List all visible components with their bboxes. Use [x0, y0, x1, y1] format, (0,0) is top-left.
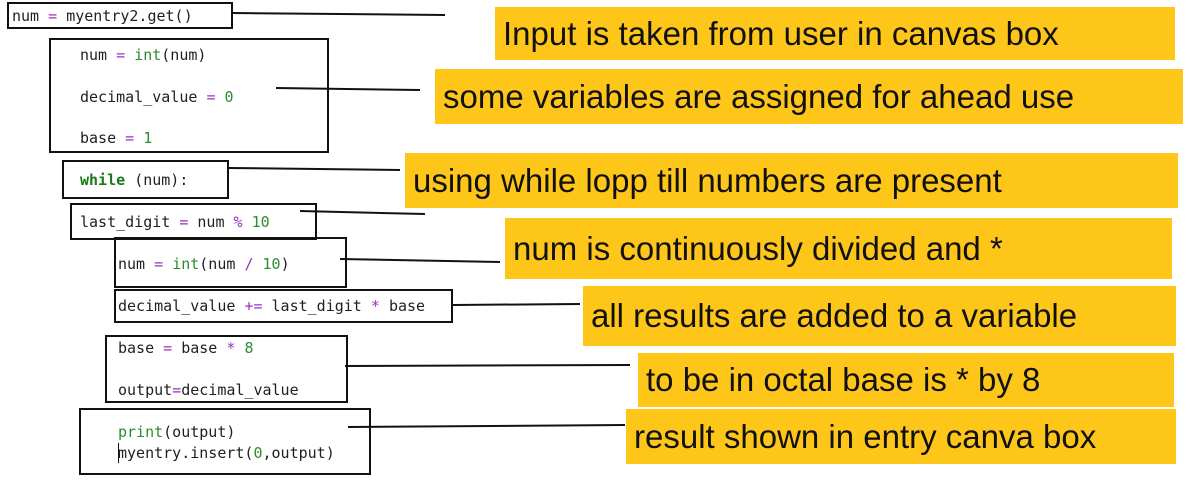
- code-function: int: [172, 255, 200, 273]
- code-box-divide: [114, 237, 347, 288]
- callout-text: using while lopp till numbers are presen…: [413, 161, 1002, 199]
- connector-line: [347, 424, 625, 428]
- code-operator: *: [370, 297, 380, 315]
- code-token: decimal_value: [181, 381, 299, 399]
- code-token: (num: [199, 255, 236, 273]
- code-operator: +=: [244, 297, 263, 315]
- callout-variables-assigned: some variables are assigned for ahead us…: [435, 69, 1183, 124]
- connector-line: [228, 167, 400, 171]
- callout-num-divided: num is continuously divided and *: [505, 218, 1172, 279]
- code-box-accumulate: [114, 289, 453, 323]
- code-line-print: print(output): [118, 423, 235, 441]
- connector-line: [299, 210, 426, 215]
- callout-text: all results are added to a variable: [591, 297, 1078, 334]
- callout-text: some variables are assigned for ahead us…: [443, 77, 1075, 115]
- code-token: num: [197, 213, 225, 231]
- connector-line: [452, 303, 581, 306]
- connector-line: [344, 364, 631, 367]
- code-number: 1: [143, 129, 153, 147]
- code-token: last_digit: [271, 297, 362, 315]
- code-token: base: [80, 129, 117, 147]
- callout-text: result shown in entry canva box: [634, 417, 1097, 455]
- code-operator: %: [233, 213, 243, 231]
- code-token: ,output): [262, 444, 335, 462]
- code-keyword: while: [80, 171, 126, 189]
- code-token: base: [181, 339, 218, 357]
- code-line-divide: num = int(num / 10): [118, 255, 290, 273]
- code-line-base-init: base = 1: [80, 129, 152, 147]
- callout-text: to be in octal base is * by 8: [646, 361, 1041, 398]
- code-number: 10: [251, 213, 270, 231]
- text-cursor: [118, 443, 119, 463]
- code-token: myentry2.get(): [66, 7, 193, 25]
- callout-text: Input is taken from user in canvas box: [503, 14, 1059, 52]
- code-box-last-digit: [70, 203, 317, 240]
- code-box-while: [62, 160, 229, 199]
- code-operator: =: [179, 213, 189, 231]
- callout-results-added: all results are added to a variable: [583, 286, 1176, 346]
- code-box-print-insert: [79, 408, 371, 475]
- code-function: int: [134, 46, 162, 64]
- code-token: ): [280, 255, 290, 273]
- code-token: (output): [163, 423, 236, 441]
- code-token: base: [388, 297, 426, 315]
- code-operator: =: [125, 129, 135, 147]
- code-line-base-multiply: base = base * 8: [118, 339, 253, 357]
- code-line-output: output=decimal_value: [118, 381, 299, 399]
- callout-result-shown: result shown in entry canva box: [626, 409, 1176, 464]
- callout-input-taken: Input is taken from user in canvas box: [495, 7, 1175, 60]
- code-line-last-digit: last_digit = num % 10: [80, 213, 270, 231]
- code-operator: =: [172, 381, 182, 399]
- code-token: last_digit: [80, 213, 171, 231]
- code-line-decimal-init: decimal_value = 0: [80, 88, 234, 106]
- code-token: output: [118, 381, 173, 399]
- code-token: (num):: [134, 171, 189, 189]
- code-line-get-input: num = myentry2.get(): [12, 7, 193, 25]
- code-box-base-output: [105, 335, 348, 403]
- code-number: 0: [224, 88, 234, 106]
- code-operator: =: [48, 7, 58, 25]
- code-token: num: [118, 255, 146, 273]
- code-number: 8: [244, 339, 254, 357]
- code-box-variable-init: [49, 38, 329, 153]
- code-token: decimal_value: [80, 88, 198, 106]
- callout-text: num is continuously divided and *: [513, 229, 1003, 267]
- callout-while-loop: using while lopp till numbers are presen…: [405, 153, 1178, 208]
- code-operator: /: [244, 255, 254, 273]
- code-token: base: [118, 339, 155, 357]
- code-token: num: [12, 7, 40, 25]
- code-line-insert: myentry.insert(0,output): [118, 444, 335, 462]
- code-line-int-num: num = int(num): [80, 46, 206, 64]
- code-token: myentry.insert(: [118, 444, 254, 462]
- code-line-while: while (num):: [80, 171, 188, 189]
- code-token: num: [80, 46, 108, 64]
- connector-line: [232, 12, 445, 16]
- callout-octal-base: to be in octal base is * by 8: [638, 353, 1174, 407]
- code-line-accumulate: decimal_value += last_digit * base: [118, 297, 425, 315]
- code-operator: =: [163, 339, 173, 357]
- code-token: (num): [161, 46, 207, 64]
- code-operator: *: [226, 339, 236, 357]
- code-operator: =: [116, 46, 126, 64]
- connector-line: [339, 258, 501, 263]
- code-operator: =: [154, 255, 164, 273]
- code-token: decimal_value: [118, 297, 236, 315]
- code-number: 10: [262, 255, 281, 273]
- code-number: 0: [253, 444, 263, 462]
- code-operator: =: [206, 88, 216, 106]
- code-box-get-input: [7, 2, 233, 29]
- code-function: print: [118, 423, 164, 441]
